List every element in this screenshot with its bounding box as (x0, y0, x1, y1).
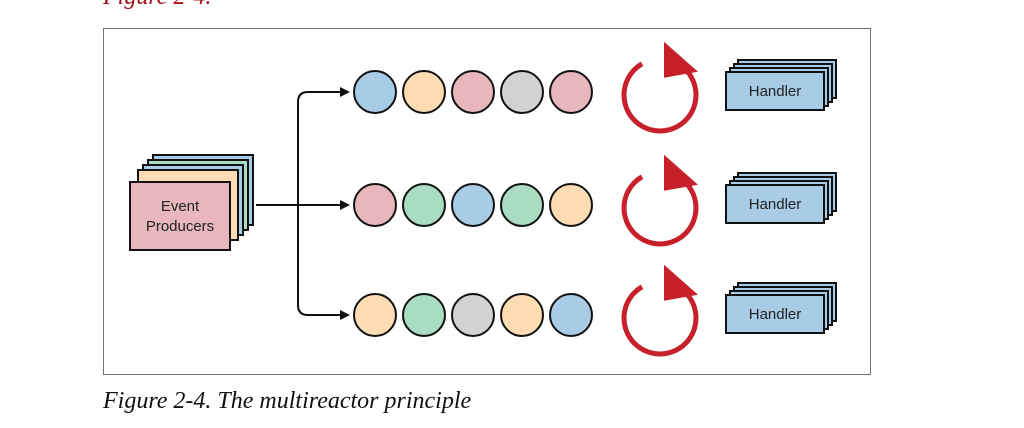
event-circle-green (500, 183, 544, 227)
event-loop-arc (621, 174, 699, 247)
handler-box (725, 294, 825, 334)
event-loop-arc (621, 61, 699, 134)
event-circle-blue (549, 293, 593, 337)
branch-bottom (297, 205, 350, 320)
event-circle-gray (500, 70, 544, 114)
handler-box (725, 71, 825, 111)
event-loop-arrowhead (664, 264, 698, 301)
event-circle-blue (353, 70, 397, 114)
event-circle-pink (451, 70, 495, 114)
event-circle-gray (451, 293, 495, 337)
handler-label: Handler (749, 196, 802, 213)
event-circle-green (402, 293, 446, 337)
event-circle-peach (549, 183, 593, 227)
handler-label: Handler (749, 306, 802, 323)
event-circle-peach (353, 293, 397, 337)
event-circle-pink (549, 70, 593, 114)
reactor-row: Handler (353, 264, 837, 357)
event-loop-arrowhead (664, 154, 698, 191)
producer-box (129, 181, 231, 251)
event-circle-peach (402, 70, 446, 114)
producers-label-line2: Producers (146, 218, 214, 235)
event-loop-arc (621, 284, 699, 357)
reactor-row: Handler (353, 154, 837, 247)
handler-box (725, 184, 825, 224)
connector-lines (256, 87, 350, 320)
reactor-row: Handler (353, 41, 837, 134)
event-circle-green (402, 183, 446, 227)
branch-top (297, 87, 350, 205)
figure-caption: Figure 2-4. The multireactor principle (103, 388, 472, 414)
event-circle-peach (500, 293, 544, 337)
event-loop-arrowhead (664, 41, 698, 78)
producers-label-line1: Event (161, 198, 200, 215)
event-circle-pink (353, 183, 397, 227)
handler-label: Handler (749, 83, 802, 100)
event-producers-stack: Event Producers (129, 154, 254, 251)
previous-figure-heading: Figure 2-4. (103, 0, 211, 10)
event-circle-blue (451, 183, 495, 227)
